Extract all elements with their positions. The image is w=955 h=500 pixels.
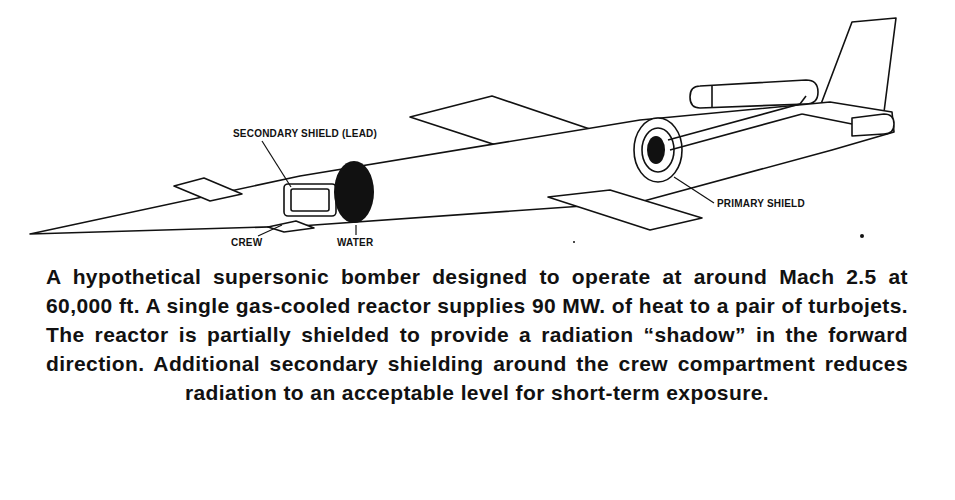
print-speck [573, 241, 575, 243]
lower-wing [548, 190, 702, 230]
part-label: PRIMARY SHIELD [716, 198, 806, 210]
part-label: WATER [336, 237, 374, 249]
leader-line [674, 177, 714, 203]
ventral-fin [268, 221, 314, 232]
figure-caption: A hypothetical supersonic bomber designe… [46, 262, 908, 407]
primary-shield [634, 118, 682, 182]
duct [668, 104, 800, 140]
duct [670, 114, 802, 150]
water-shield [334, 161, 374, 223]
engine-nacelle [852, 114, 894, 136]
reactor-core [647, 136, 665, 164]
duct [802, 114, 852, 124]
nacelle-ring [711, 86, 713, 107]
canard [174, 178, 242, 201]
part-label: SECONDARY SHIELD (LEAD) [232, 128, 378, 140]
part-label: CREW [230, 237, 263, 249]
leader-line [355, 225, 356, 235]
crew-compartment [291, 189, 329, 211]
duct [800, 96, 806, 104]
fuselage [30, 102, 894, 234]
tail-fin [818, 18, 896, 112]
secondary-shield [284, 184, 336, 216]
leader-line [262, 141, 291, 187]
leader-line [258, 225, 282, 236]
primary-shield-inner [642, 128, 674, 172]
print-speck [860, 234, 864, 238]
